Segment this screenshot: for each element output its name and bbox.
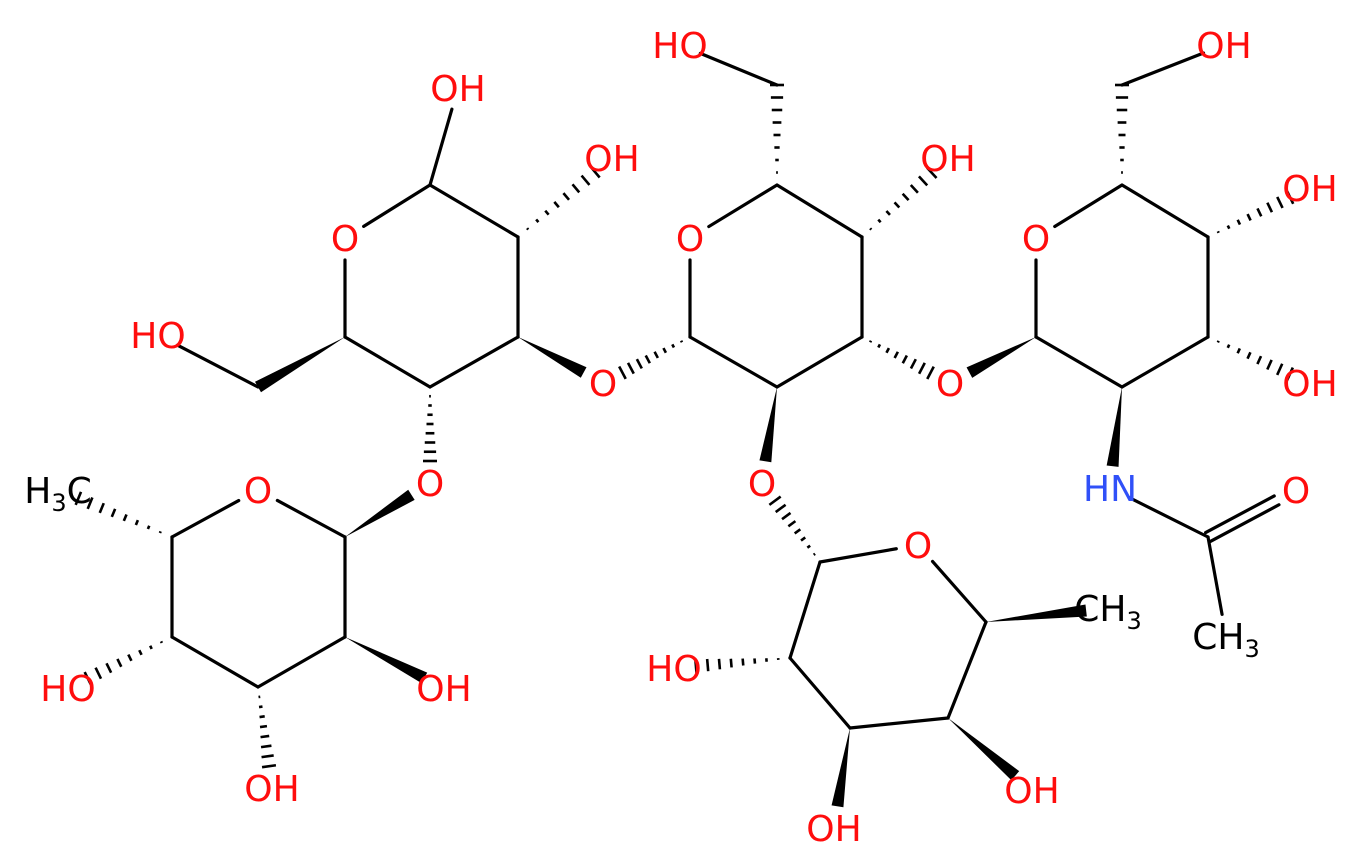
atom-label-a-ho-top-left-anomeric: OH	[430, 69, 485, 110]
hashed-bond-20	[85, 641, 162, 684]
atom-label-a-ch3-acetyl: CH3	[1192, 617, 1260, 663]
bond-28	[777, 185, 862, 237]
bond-17	[172, 501, 239, 537]
bond-25	[690, 337, 777, 387]
atom-label-a-o-link-2-fuc: O	[748, 464, 776, 505]
atom-label-a-o-link-1-2: O	[589, 364, 617, 405]
bond-48	[1036, 337, 1122, 387]
wedge-bond-42	[986, 605, 1087, 622]
atom-label-a-o-ring3: O	[1022, 219, 1050, 260]
bond-40	[948, 622, 986, 718]
atom-label-a-o-ring1: O	[331, 219, 359, 260]
hashed-bond-21	[259, 697, 276, 767]
wedge-bond-22	[345, 637, 427, 683]
wedge-bond-44	[832, 728, 850, 807]
atom-label-a-o-ring-fuc-mid: O	[904, 526, 932, 567]
atom-label-a-ho-fuc-left-c2: OH	[416, 669, 471, 710]
atom-label-a-o-carbonyl: O	[1282, 471, 1310, 512]
atom-label-a-o-ring2: O	[676, 219, 704, 260]
atom-label-a-o-ring-fuc-left: O	[244, 471, 272, 512]
bond-38	[790, 658, 850, 728]
hashed-bond-43	[695, 658, 778, 673]
bond-24	[709, 185, 777, 227]
wedge-bond-8	[255, 337, 345, 392]
wedge-bond-18	[345, 490, 415, 537]
bond-5	[345, 337, 430, 387]
wedge-bond-10	[518, 337, 587, 378]
atom-label-a-ho-ring3-c4: OH	[1282, 169, 1337, 210]
atom-label-a-ho-ring1-ch2: HO	[130, 316, 185, 357]
bond-54	[1122, 53, 1204, 85]
atom-label-a-ho-ring3-ch2: OH	[1196, 26, 1251, 67]
bond-58	[1130, 498, 1208, 537]
bond-36	[933, 561, 986, 622]
atom-label-a-ho-ring2-ch2: HO	[652, 26, 707, 67]
atom-label-a-ho-ring2-c4: OH	[920, 139, 975, 180]
bond-35	[820, 549, 896, 562]
atom-label-a-ho-fuc-mid-c3: OH	[806, 809, 861, 850]
bond-37	[790, 562, 820, 658]
hashed-bond-30	[770, 85, 784, 173]
atom-label-a-o-link-1-fuc: O	[416, 464, 444, 505]
atom-label-a-o-link-2-3: O	[936, 364, 964, 405]
bond-14	[258, 637, 345, 687]
atom-label-a-ho-fuc-mid-c4: OH	[1004, 771, 1059, 812]
hashed-bond-29	[619, 341, 682, 379]
atom-label-a-ch3-fuc-mid: CH3	[1074, 589, 1142, 635]
atom-label-a-nh: HN	[1083, 469, 1137, 510]
bond-15	[172, 637, 258, 687]
atom-label-a-ho-fuc-left-c3: OH	[244, 769, 299, 810]
bond-12	[277, 500, 345, 537]
bond-9	[178, 345, 258, 387]
atom-label-a-ch3-fuc-left: H3C	[24, 471, 92, 517]
hashed-bond-33	[870, 341, 934, 379]
hashed-bond-41	[769, 497, 815, 555]
atom-label-a-ho-fuc-mid-c2: HO	[646, 649, 701, 690]
bond-6	[430, 109, 452, 185]
hashed-bond-53	[1115, 85, 1129, 173]
bond-26	[777, 337, 862, 387]
hashed-bond-11	[423, 396, 437, 461]
bond-51	[1122, 185, 1208, 237]
bond-39	[850, 718, 948, 728]
bond-47	[1055, 185, 1122, 226]
atom-label-a-ho-ring1-c2: OH	[584, 139, 639, 180]
bond-layer	[76, 53, 1294, 807]
bond-31	[700, 53, 777, 85]
wedge-bond-34	[759, 387, 777, 462]
wedge-bond-52	[967, 337, 1036, 378]
bond-59	[1208, 537, 1222, 614]
atom-label-a-ho-ring3-c3: OH	[1282, 364, 1337, 405]
bond-4	[430, 337, 518, 387]
bond-2	[430, 185, 518, 237]
wedge-bond-57	[1107, 387, 1122, 467]
bond-0	[364, 185, 430, 226]
atom-label-a-ho-fuc-left-c4: HO	[40, 669, 95, 710]
bond-49	[1122, 337, 1208, 387]
